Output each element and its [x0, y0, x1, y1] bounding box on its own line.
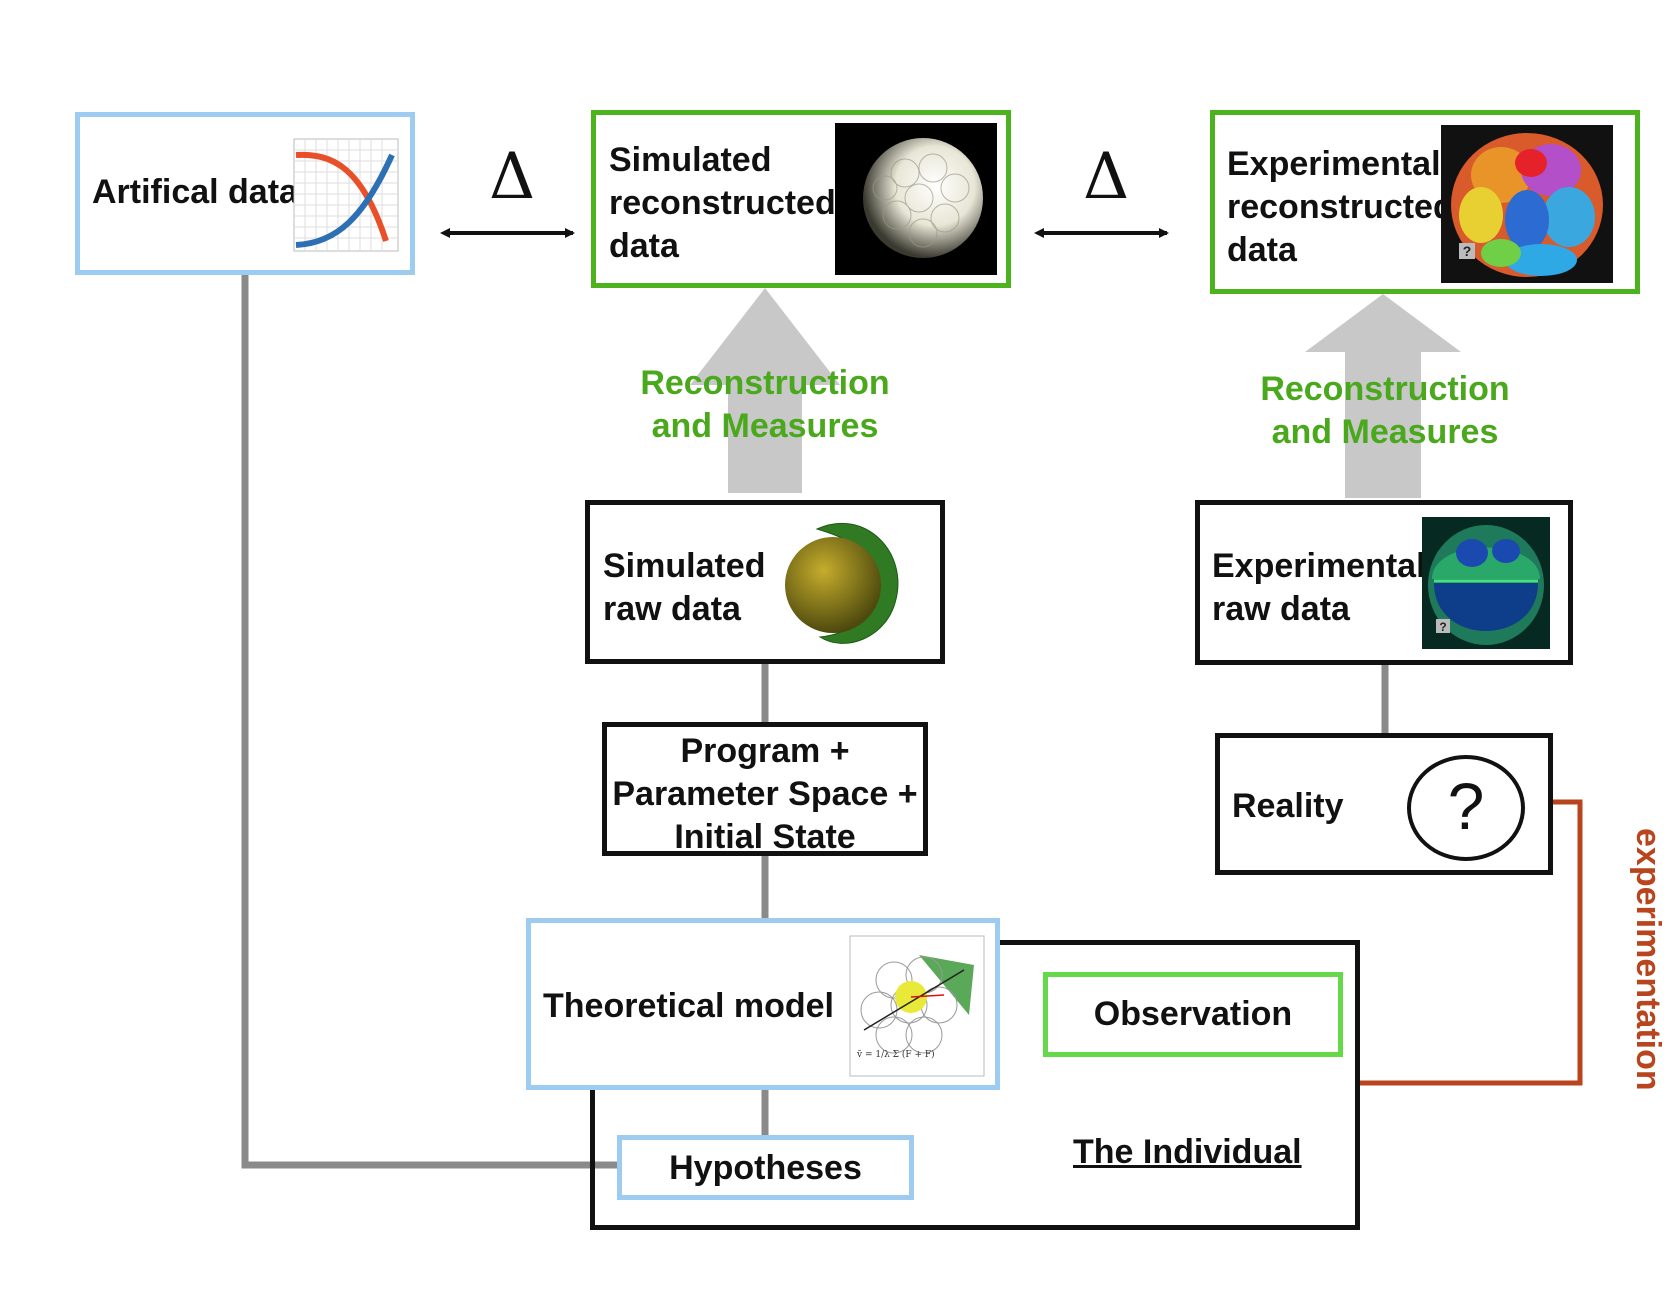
experimental-raw-microscopy-image: ? — [1422, 517, 1550, 649]
delta-symbol-right: Δ — [1083, 140, 1130, 214]
sim-raw-line1: Simulated — [603, 547, 766, 585]
theoretical-model-label: Theoretical model — [543, 987, 834, 1025]
delta-symbol-left: Δ — [489, 140, 536, 214]
sim-recon-line1: Simulated — [609, 141, 772, 179]
simulated-reconstructed-box: Simulated reconstructed data — [591, 110, 1011, 288]
question-circle-icon — [1407, 755, 1525, 861]
exp-raw-line2: raw data — [1212, 590, 1350, 628]
observation-box: Observation — [1043, 972, 1343, 1057]
exp-raw-line1: Experimental — [1212, 547, 1426, 585]
exp-recon-badge: ? — [1463, 243, 1472, 259]
svg-text:v̄ = 1/λ Σ (F + F): v̄ = 1/λ Σ (F + F) — [856, 1049, 935, 1060]
reconstruction-label-exp-1: Reconstruction — [1260, 370, 1510, 408]
the-individual-label: The Individual — [1073, 1133, 1302, 1171]
program-line1: Program + — [680, 732, 850, 770]
exp-raw-badge: ? — [1439, 620, 1446, 634]
experimentation-line — [1360, 799, 1583, 1086]
observation-label: Observation — [1093, 995, 1293, 1033]
reconstruction-arrow-sim — [690, 288, 840, 493]
theoretical-model-diagram-icon: v̄ = 1/λ Σ (F + F) — [849, 935, 985, 1077]
simulated-raw-box: Simulated raw data — [585, 500, 945, 664]
artificial-data-label: Artifical data — [92, 173, 298, 211]
program-box: Program + Parameter Space + Initial Stat… — [602, 722, 928, 856]
reconstruction-arrow-exp — [1305, 294, 1461, 498]
experimental-raw-box: Experimental raw data ? — [1195, 500, 1573, 665]
reconstruction-label-exp-2: and Measures — [1271, 413, 1499, 451]
hypotheses-box: Hypotheses — [617, 1135, 914, 1200]
artificial-data-box: Artifical data — [75, 112, 415, 275]
sim-recon-line2: reconstructed — [609, 184, 836, 222]
reconstruction-label-sim-2: and Measures — [651, 407, 879, 445]
exp-recon-line2: reconstructed — [1227, 188, 1454, 226]
experimentation-label: experimentation — [1629, 828, 1667, 1091]
simulated-embryo-render — [835, 123, 997, 275]
reality-box: Reality ? — [1215, 733, 1553, 875]
sim-recon-line3: data — [609, 227, 679, 265]
artificial-data-chart-icon — [293, 138, 399, 252]
experimental-reconstructed-box: Experimental reconstructed data ? — [1210, 110, 1640, 294]
question-mark: ? — [1447, 769, 1485, 843]
reconstruction-label-sim-1: Reconstruction — [640, 364, 890, 402]
reality-label: Reality — [1232, 787, 1344, 825]
hypotheses-label: Hypotheses — [669, 1149, 862, 1187]
exp-recon-line1: Experimental — [1227, 145, 1441, 183]
simulated-raw-embryo-render — [785, 523, 899, 644]
theoretical-model-box: Theoretical model v̄ = 1/λ Σ (F + F) — [526, 918, 1000, 1090]
sim-raw-line2: raw data — [603, 590, 741, 628]
program-line3: Initial State — [674, 818, 856, 856]
program-line2: Parameter Space + — [612, 775, 918, 813]
exp-recon-line3: data — [1227, 231, 1297, 269]
experimental-embryo-reconstruction: ? — [1441, 125, 1613, 283]
artificial-to-hypotheses-line — [241, 275, 620, 1169]
